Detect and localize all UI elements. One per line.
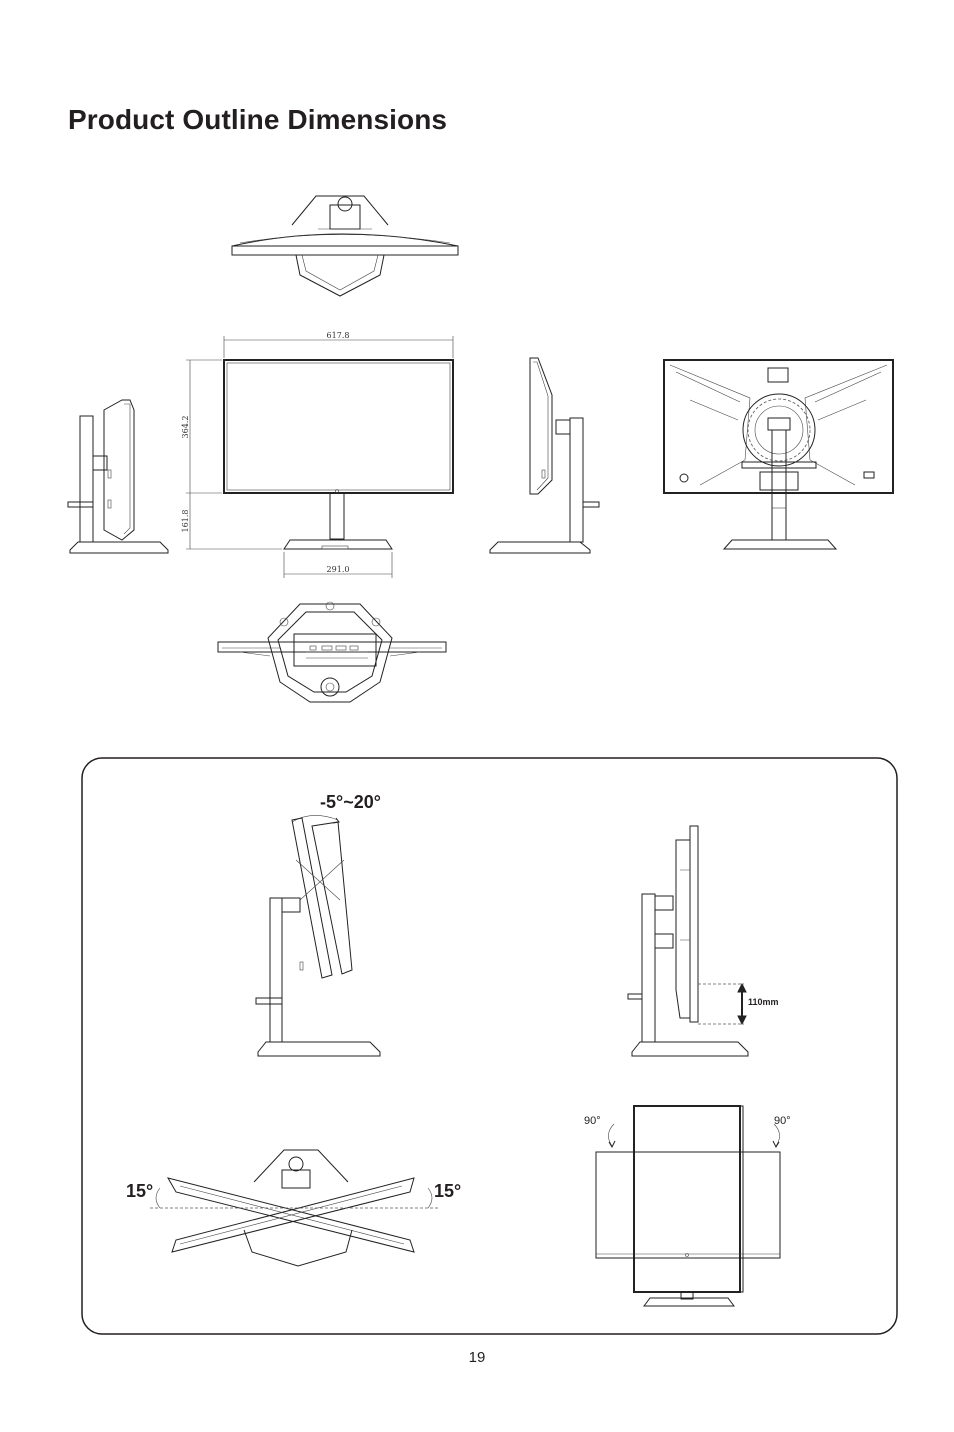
pivot-drawing: [595, 1105, 781, 1307]
swivel-drawing: [150, 1149, 440, 1267]
pivot-right-label: 90°: [774, 1115, 791, 1127]
swivel-left-label: 15°: [126, 1181, 153, 1201]
height-adjust-drawing: [627, 825, 749, 1057]
height-adjust-label: 110mm: [748, 997, 779, 1007]
swivel-right-label: 15°: [434, 1181, 461, 1201]
tilt-angle-label: -5°~20°: [320, 792, 381, 812]
page-number: 19: [468, 1349, 486, 1366]
left-side-view-drawing: [67, 399, 169, 554]
base-width-dimension-label: 291.0: [327, 565, 350, 574]
stand-height-dimension-label: 161.8: [181, 510, 190, 533]
bottom-view-drawing: [217, 601, 447, 703]
tilt-drawing: [255, 815, 381, 1057]
width-dimension-label: 617.8: [327, 331, 350, 340]
top-view-drawing: [231, 195, 459, 297]
right-side-view-drawing: [489, 357, 600, 554]
pivot-left-label: 90°: [584, 1115, 601, 1127]
page-title: Product Outline Dimensions: [68, 104, 448, 135]
front-view-drawing: [186, 336, 454, 578]
adjustment-panel-frame: [81, 757, 898, 1335]
back-view-drawing: [663, 359, 894, 550]
panel-height-dimension-label: 364.2: [181, 416, 190, 439]
